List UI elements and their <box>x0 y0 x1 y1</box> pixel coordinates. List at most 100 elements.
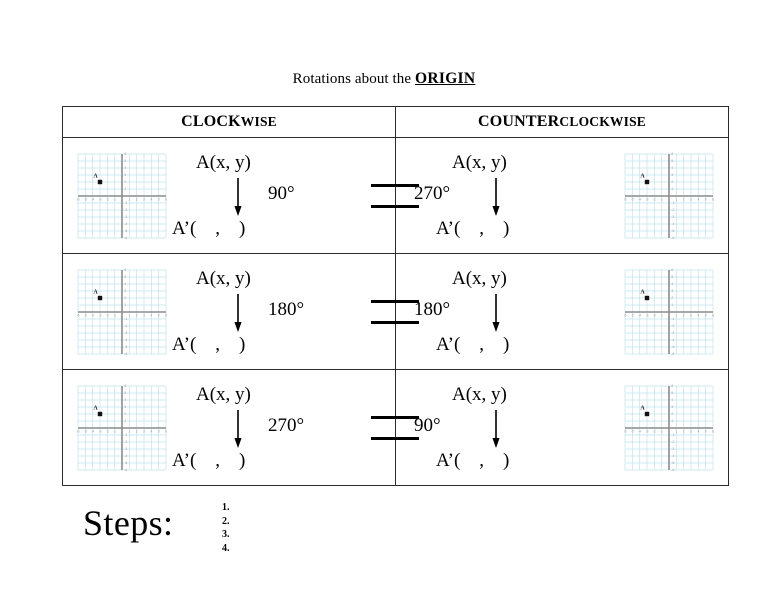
svg-text:1: 1 <box>124 419 126 423</box>
image-point-blank: A’( , ) <box>172 333 246 355</box>
svg-text:-4: -4 <box>671 222 674 226</box>
svg-text:-1: -1 <box>124 317 127 321</box>
svg-text:-5: -5 <box>631 429 634 433</box>
svg-text:-1: -1 <box>113 429 116 433</box>
svg-text:5: 5 <box>671 159 673 163</box>
svg-text:4: 4 <box>150 429 152 433</box>
svg-text:6: 6 <box>671 384 673 388</box>
svg-text:1: 1 <box>128 313 130 317</box>
image-point-blank: A’( , ) <box>436 333 510 355</box>
svg-text:-2: -2 <box>671 208 674 212</box>
source-point: A(x, y) <box>196 151 251 173</box>
svg-text:-2: -2 <box>671 324 674 328</box>
svg-text:5: 5 <box>158 429 160 433</box>
svg-text:-2: -2 <box>106 313 109 317</box>
svg-text:3: 3 <box>124 289 126 293</box>
svg-text:-3: -3 <box>646 429 649 433</box>
svg-text:4: 4 <box>697 313 699 317</box>
svg-text:5: 5 <box>705 429 707 433</box>
svg-text:-3: -3 <box>646 313 649 317</box>
svg-text:-5: -5 <box>84 429 87 433</box>
rotation-degrees: 180° <box>268 298 305 320</box>
svg-text:5: 5 <box>124 159 126 163</box>
svg-text:3: 3 <box>671 289 673 293</box>
svg-text:-1: -1 <box>124 201 127 205</box>
svg-text:-5: -5 <box>631 197 634 201</box>
svg-text:-5: -5 <box>124 229 127 233</box>
svg-text:-6: -6 <box>671 468 674 472</box>
svg-text:-1: -1 <box>671 317 674 321</box>
svg-text:5: 5 <box>124 275 126 279</box>
svg-text:4: 4 <box>150 313 152 317</box>
formula-clockwise-row3: A(x, y) 270° A’( , ) <box>172 382 377 474</box>
svg-text:-4: -4 <box>91 429 94 433</box>
svg-text:3: 3 <box>124 173 126 177</box>
source-point: A(x, y) <box>196 383 251 405</box>
svg-text:1: 1 <box>675 197 677 201</box>
svg-text:4: 4 <box>150 197 152 201</box>
formula-counterclockwise-row1: A(x, y) 270° A’( , ) <box>414 150 619 242</box>
svg-text:6: 6 <box>712 197 714 201</box>
svg-text:-4: -4 <box>124 338 127 342</box>
svg-text:5: 5 <box>671 275 673 279</box>
svg-text:-4: -4 <box>124 454 127 458</box>
steps-list: 1.2.3.4. <box>222 501 230 555</box>
rotation-degrees: 270° <box>414 182 451 204</box>
svg-text:5: 5 <box>124 391 126 395</box>
svg-text:-3: -3 <box>99 197 102 201</box>
svg-text:1: 1 <box>128 197 130 201</box>
svg-text:4: 4 <box>124 166 126 170</box>
svg-text:3: 3 <box>671 173 673 177</box>
svg-text:-5: -5 <box>84 313 87 317</box>
image-point-blank: A’( , ) <box>172 217 246 239</box>
svg-text:4: 4 <box>124 282 126 286</box>
header-clockwise-strong: CLOCK <box>181 113 241 130</box>
svg-text:6: 6 <box>124 384 126 388</box>
svg-text:-1: -1 <box>113 197 116 201</box>
svg-text:-6: -6 <box>77 313 80 317</box>
svg-text:A: A <box>640 405 645 411</box>
rotation-degrees: 90° <box>414 414 441 436</box>
svg-text:-1: -1 <box>113 313 116 317</box>
svg-text:2: 2 <box>683 197 685 201</box>
header-clockwise-rest: WISE <box>240 114 277 129</box>
down-arrow-icon <box>232 177 242 216</box>
svg-text:-3: -3 <box>671 331 674 335</box>
svg-text:A: A <box>640 173 645 179</box>
svg-text:-3: -3 <box>124 215 127 219</box>
svg-text:-5: -5 <box>671 345 674 349</box>
svg-text:A: A <box>93 173 98 179</box>
svg-text:-1: -1 <box>671 433 674 437</box>
page-title-emphasis: ORIGIN <box>415 70 476 87</box>
svg-text:2: 2 <box>671 412 673 416</box>
svg-text:-6: -6 <box>124 468 127 472</box>
source-point: A(x, y) <box>452 267 507 289</box>
source-point: A(x, y) <box>452 383 507 405</box>
svg-text:-6: -6 <box>671 352 674 356</box>
svg-text:-5: -5 <box>671 461 674 465</box>
svg-text:-2: -2 <box>653 197 656 201</box>
header-counterclockwise-strong: COUNTER <box>478 113 560 130</box>
svg-text:4: 4 <box>671 166 673 170</box>
svg-text:4: 4 <box>697 197 699 201</box>
svg-text:-4: -4 <box>91 197 94 201</box>
svg-text:4: 4 <box>671 282 673 286</box>
formula-clockwise-row1: A(x, y) 90° A’( , ) <box>172 150 377 242</box>
down-arrow-icon <box>490 409 500 448</box>
svg-text:6: 6 <box>165 313 167 317</box>
rotation-degrees: 270° <box>268 414 305 436</box>
svg-text:2: 2 <box>671 296 673 300</box>
svg-text:-1: -1 <box>660 429 663 433</box>
svg-text:-4: -4 <box>124 222 127 226</box>
svg-text:3: 3 <box>690 197 692 201</box>
